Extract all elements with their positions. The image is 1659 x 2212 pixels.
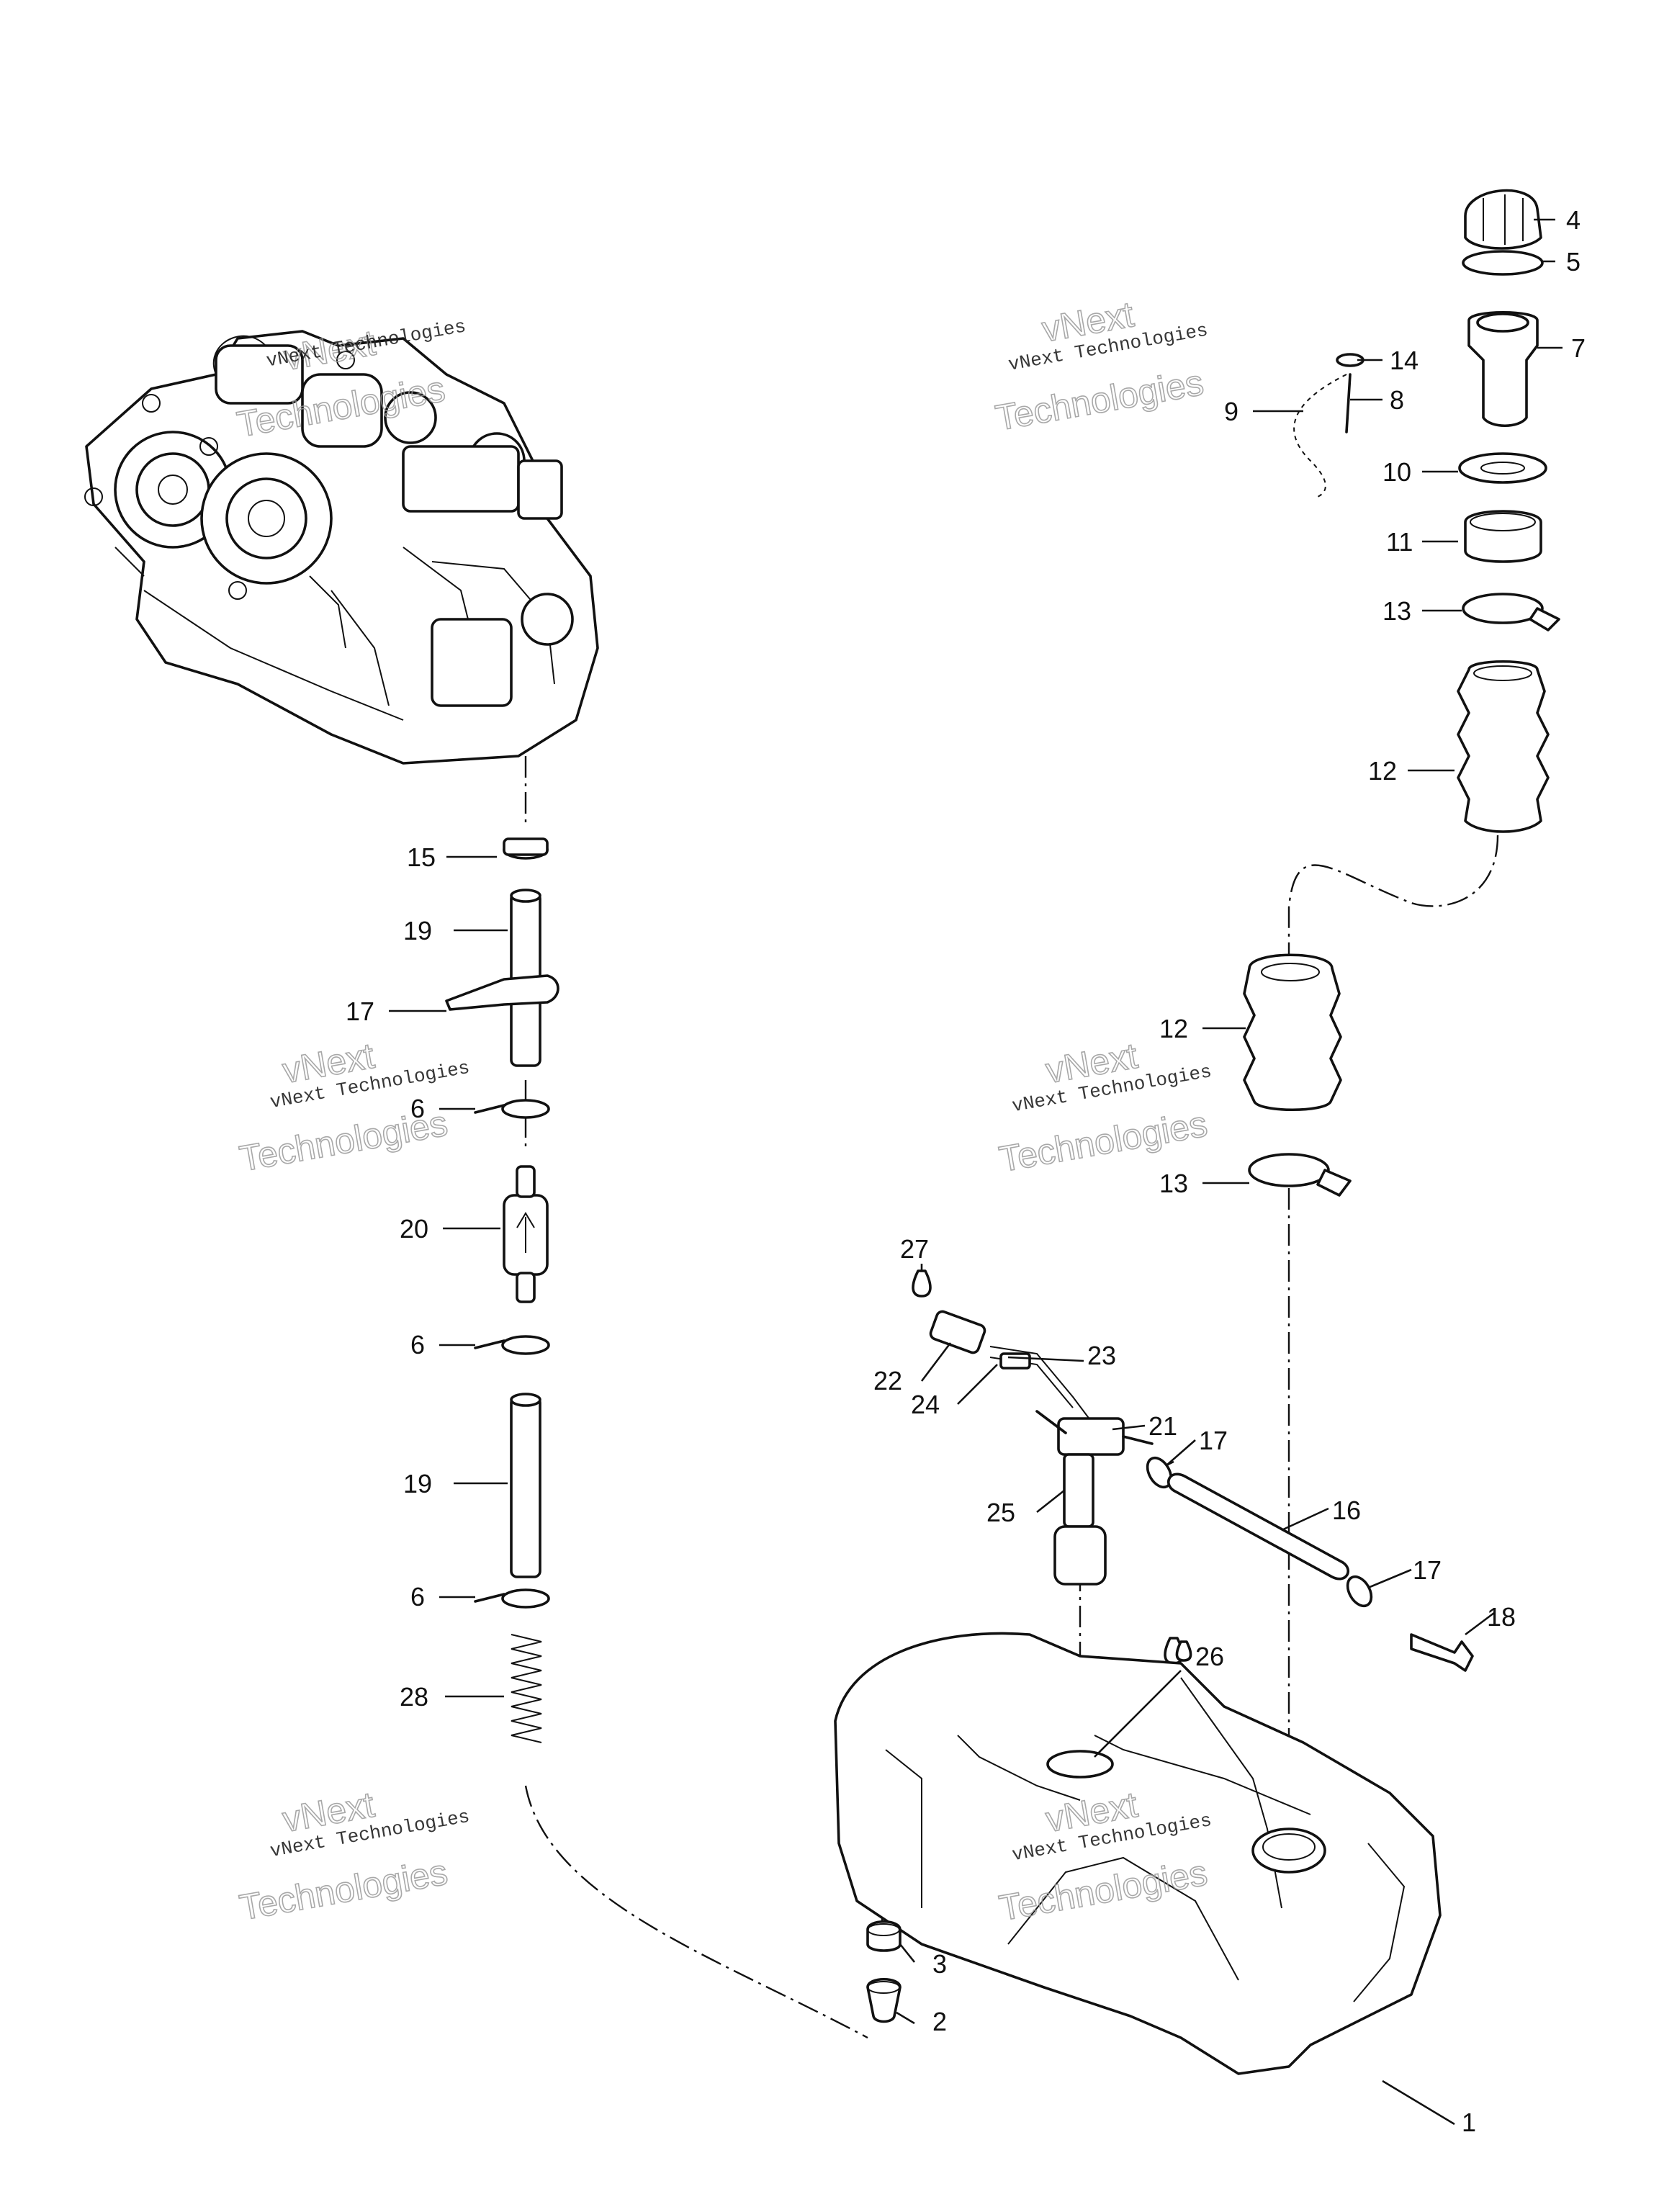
drain-parts: [866, 1920, 902, 2023]
callout-27: 27: [900, 1234, 929, 1264]
callout-16: 16: [1332, 1496, 1361, 1525]
callout-17c: 17: [1413, 1555, 1442, 1585]
callout-26: 26: [1195, 1642, 1224, 1671]
engine-illustration: [84, 330, 599, 765]
callout-13a: 13: [1382, 596, 1411, 626]
callout-2: 2: [932, 2007, 947, 2036]
watermark-5: vNext vNext Technologies Technologies: [236, 1784, 472, 1928]
svg-text:Technologies: Technologies: [992, 362, 1206, 439]
callout-28: 28: [400, 1682, 428, 1712]
fuel-line-parts: [445, 837, 559, 1743]
callout-17b: 17: [1199, 1426, 1228, 1455]
watermark-2: vNext vNext Technologies Technologies: [992, 293, 1210, 439]
callout-13b: 13: [1159, 1169, 1188, 1198]
callout-18: 18: [1487, 1602, 1516, 1632]
callout-19b: 19: [403, 1469, 432, 1498]
fuel-tank: [834, 1632, 1442, 2075]
callout-17a: 17: [346, 997, 374, 1026]
callout-14: 14: [1390, 346, 1419, 375]
callout-9: 9: [1224, 397, 1238, 426]
watermark-3: vNext vNext Technologies Technologies: [236, 1035, 472, 1179]
callout-12b: 12: [1159, 1014, 1188, 1043]
drop-icon: [1175, 1640, 1192, 1662]
callout-3: 3: [932, 1949, 947, 1979]
filler-hose-parts: [1243, 953, 1352, 1197]
callout-23: 23: [1087, 1341, 1116, 1370]
callout-25: 25: [986, 1498, 1015, 1527]
watermark-4: vNext vNext Technologies Technologies: [996, 1035, 1213, 1180]
callout-11: 11: [1386, 527, 1413, 557]
callout-numbers: 1 2 3 4 5 6 6 6 7 8 9 10 11 12 12 13 13 …: [346, 205, 1586, 2137]
svg-text:Technologies: Technologies: [237, 1852, 451, 1928]
callout-21: 21: [1148, 1411, 1177, 1441]
callout-6a: 6: [410, 1094, 425, 1123]
callout-6c: 6: [410, 1582, 425, 1611]
callout-22: 22: [873, 1366, 902, 1395]
callout-20: 20: [400, 1214, 428, 1244]
callout-12a: 12: [1368, 756, 1397, 786]
sender-and-vent-parts: [912, 1269, 1474, 1672]
callout-19a: 19: [403, 916, 432, 945]
svg-text:Technologies: Technologies: [237, 1103, 451, 1179]
leader-lines: [389, 218, 1563, 2126]
callout-7: 7: [1571, 333, 1586, 363]
callout-4: 4: [1566, 205, 1581, 235]
callout-15: 15: [407, 842, 436, 872]
filler-neck-parts: [1293, 189, 1560, 833]
callout-8: 8: [1390, 385, 1404, 415]
callout-24: 24: [911, 1390, 940, 1419]
callout-6b: 6: [410, 1330, 425, 1359]
callout-5: 5: [1566, 247, 1581, 276]
callout-1: 1: [1462, 2108, 1476, 2137]
callout-10: 10: [1382, 457, 1411, 487]
